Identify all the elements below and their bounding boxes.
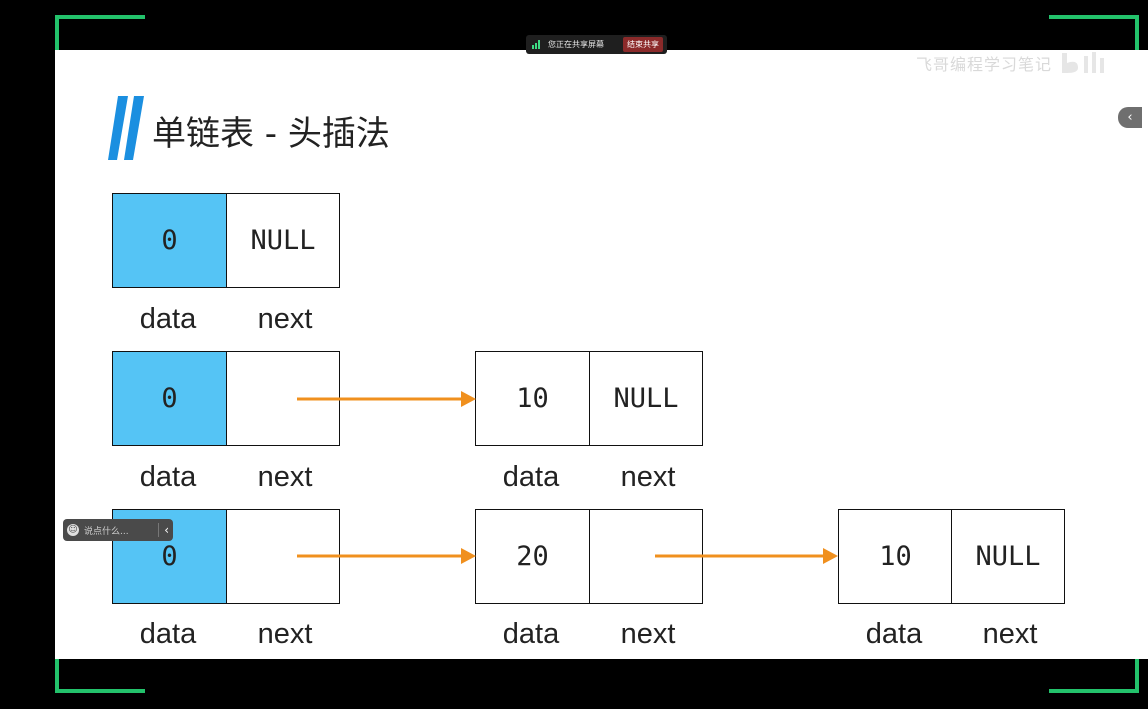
screen-share-bar: 您正在共享屏幕 结束共享 [526,35,667,54]
title-stripe-icon [108,96,144,160]
node-next-cell: NULL [589,351,703,446]
data-label: data [139,618,197,650]
side-panel-toggle[interactable]: ‹ [1118,107,1142,128]
data-label: data [139,303,197,335]
signal-icon [532,40,542,49]
stop-sharing-button[interactable]: 结束共享 [623,37,663,52]
next-label: next [257,461,313,493]
node-data-cell: 10 [475,351,590,446]
danmu-input[interactable]: 说点什么... [84,526,129,537]
data-label: data [502,618,560,650]
frame-corner-tl-h [55,15,145,19]
frame-corner-br-h [1049,689,1139,693]
node-data-cell: 20 [475,509,590,604]
head-node-next-cell: NULL [226,193,340,288]
watermark-text: 飞哥编程学习笔记 [916,55,1053,74]
pointer-arrow [655,548,838,564]
next-label: next [620,618,676,650]
head-node-data-cell: 0 [112,193,227,288]
frame-corner-tr-h [1049,15,1139,19]
next-label: next [982,618,1038,650]
emoji-icon[interactable]: ☺ [67,524,79,536]
frame-corner-bl-h [55,689,145,693]
next-label: next [620,461,676,493]
pointer-arrow [297,391,476,407]
chevron-left-icon[interactable]: ‹ [164,523,169,537]
next-label: next [257,618,313,650]
pointer-arrow [297,548,476,564]
danmu-input-bar[interactable]: ☺ 说点什么... ‹ [63,519,173,541]
node-data-cell: 10 [838,509,953,604]
brand-logo-icon [1062,52,1105,73]
data-label: data [139,461,197,493]
data-label: data [502,461,560,493]
node-next-cell: NULL [951,509,1065,604]
share-status-text: 您正在共享屏幕 [548,40,604,49]
chevron-left-icon: ‹ [1127,110,1133,125]
divider [158,523,160,537]
slide-title: 单链表 - 头插法 [152,114,390,154]
data-label: data [865,618,923,650]
next-label: next [257,303,313,335]
head-node-data-cell: 0 [112,351,227,446]
watermark: 飞哥编程学习笔记 [916,50,1148,76]
